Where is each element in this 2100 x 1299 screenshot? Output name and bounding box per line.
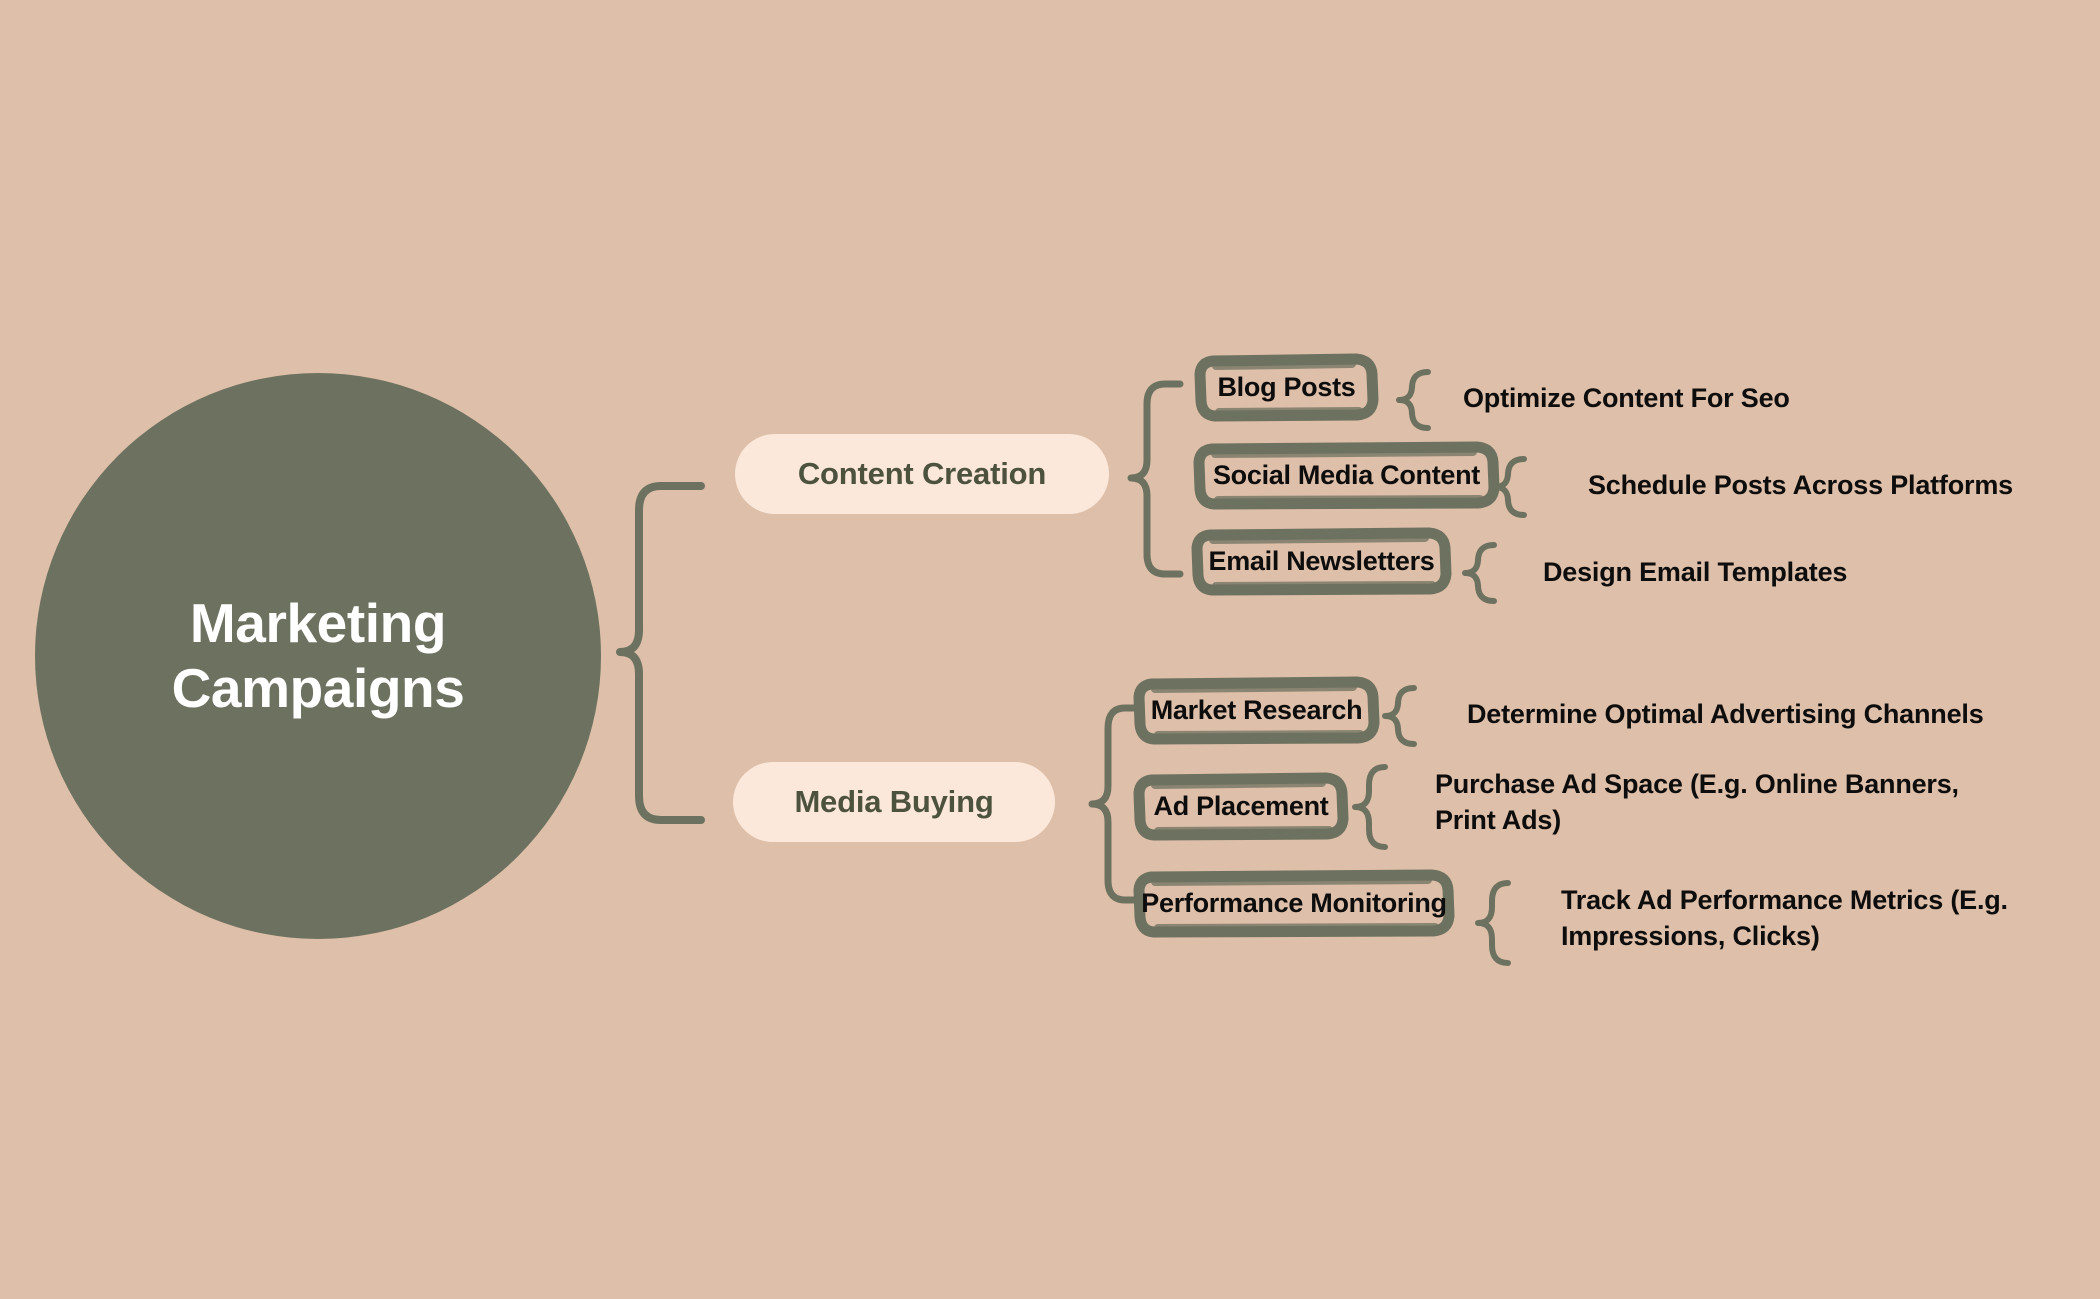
leaf-schedule-posts-across-platforms: Schedule Posts Across Platforms	[1588, 468, 2100, 504]
node-label: Ad Placement	[1153, 790, 1329, 821]
brace-media-buying	[1088, 704, 1144, 904]
brace-leaf-email-newsletters	[1462, 542, 1497, 604]
sketch-box-outline	[1133, 772, 1349, 841]
node-market-research[interactable]: Market Research	[1133, 676, 1380, 745]
sketch-box-outline	[1193, 441, 1500, 510]
leaf-label: Schedule Posts Across Platforms	[1588, 470, 2013, 500]
brace-leaf-market-research	[1382, 685, 1417, 747]
leaf-label: Determine Optimal Advertising Channels	[1467, 699, 1984, 729]
node-label: Email Newsletters	[1208, 545, 1435, 576]
brace-leaf-blog-posts	[1396, 369, 1431, 431]
branch-pill-content-creation[interactable]: Content Creation	[735, 434, 1109, 514]
branch-label: Media Buying	[794, 784, 994, 819]
brace-leaf-ad-placement	[1352, 764, 1388, 850]
leaf-label: Optimize Content For Seo	[1463, 383, 1790, 413]
brace-root	[616, 482, 705, 824]
sketch-box-outline	[1133, 869, 1455, 938]
leaf-optimize-content-for-seo: Optimize Content For Seo	[1463, 381, 1983, 417]
sketch-box-outline	[1133, 676, 1380, 745]
root-label: Marketing Campaigns	[171, 592, 465, 719]
leaf-determine-optimal-advertising-channels: Determine Optimal Advertising Channels	[1467, 697, 2027, 733]
leaf-label: Purchase Ad Space (E.g. Online Banners, …	[1435, 769, 1959, 835]
root-node[interactable]: Marketing Campaigns	[35, 373, 601, 939]
node-email-newsletters[interactable]: Email Newsletters	[1191, 527, 1452, 596]
node-label: Social Media Content	[1212, 459, 1481, 490]
node-social-media-content[interactable]: Social Media Content	[1193, 441, 1500, 510]
sketch-box-outline	[1191, 527, 1452, 596]
leaf-track-ad-performance-metrics: Track Ad Performance Metrics (E.g. Impre…	[1561, 883, 2051, 954]
leaf-purchase-ad-space: Purchase Ad Space (E.g. Online Banners, …	[1435, 767, 2005, 838]
node-ad-placement[interactable]: Ad Placement	[1133, 772, 1349, 841]
branch-label: Content Creation	[797, 456, 1047, 491]
leaf-design-email-templates: Design Email Templates	[1543, 555, 2063, 591]
branch-pill-media-buying[interactable]: Media Buying	[733, 762, 1055, 842]
leaf-label: Track Ad Performance Metrics (E.g. Impre…	[1561, 885, 2008, 951]
sketch-box-outline	[1194, 353, 1379, 422]
node-blog-posts[interactable]: Blog Posts	[1194, 353, 1379, 422]
node-label: Blog Posts	[1217, 371, 1356, 402]
node-label: Performance Monitoring	[1141, 887, 1447, 918]
brace-content-creation	[1127, 380, 1184, 578]
brace-leaf-performance-monitoring	[1475, 880, 1511, 966]
node-performance-monitoring[interactable]: Performance Monitoring	[1133, 869, 1455, 938]
node-label: Market Research	[1150, 694, 1363, 725]
leaf-label: Design Email Templates	[1543, 557, 1848, 587]
